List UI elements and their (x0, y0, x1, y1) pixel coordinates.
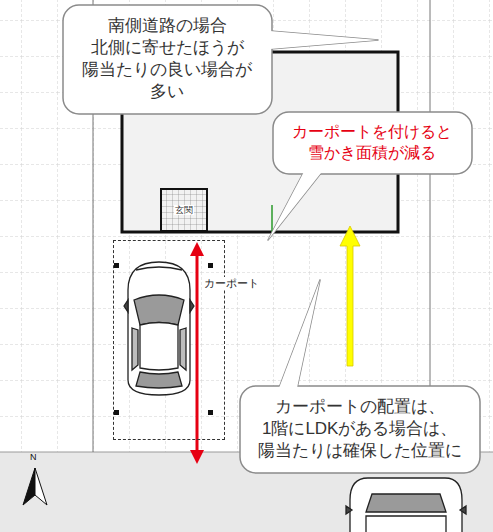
callout-bubble: 南側道路の場合 北側に寄せたほうが 陽当たりの良い場合が 多い (63, 5, 272, 113)
grid (0, 0, 493, 452)
callout-body (240, 386, 480, 473)
car-icon-part (136, 267, 182, 270)
wall-mark (272, 205, 273, 232)
north-arrow (23, 468, 47, 505)
north-label: N (30, 453, 37, 463)
car-icon-part (128, 262, 190, 395)
sunlight-arrow-part (340, 226, 360, 366)
sunlight-arrow (340, 226, 360, 366)
carport-area: カーポート (113, 240, 225, 440)
callout-tail (270, 31, 378, 49)
node-text: 南側道路の場合 北側に寄せたほうが 陽当たりの良い場合が 多い (79, 15, 256, 103)
callout-tail-fill (268, 172, 322, 240)
carport-post-part (208, 410, 213, 415)
north-arrow-part (23, 468, 35, 505)
road-car-icon-part (366, 516, 446, 532)
node-text: カーポート (202, 277, 261, 290)
length-arrow-part (190, 242, 204, 256)
road-car-icon-part (366, 494, 446, 512)
road-car-icon-part (350, 478, 462, 532)
wall-mark-part (271, 205, 273, 232)
node-text: 玄関 (174, 205, 194, 216)
callout-bubble: カーポートを付けると 雪かき面積が減る (273, 112, 472, 174)
callout-tail-fill (270, 31, 378, 49)
entrance-box: 玄関 (160, 188, 208, 232)
road-car-icon-part (346, 506, 466, 514)
callout-tail (268, 172, 322, 240)
node-text: カーポートを付けると 雪かき面積が減る (289, 122, 455, 164)
callout-tail-fill (279, 280, 320, 388)
length-arrow-part (196, 254, 199, 452)
carport-post-part (208, 263, 213, 268)
entrance-hatch-part (160, 188, 208, 232)
callout-body (273, 112, 472, 174)
car-icon-part (140, 323, 178, 371)
road-car-icon (346, 478, 466, 532)
callout-bubble-outline (240, 280, 480, 473)
car-icon (124, 262, 194, 395)
length-arrow (190, 242, 204, 464)
callout-bubble-outline (63, 5, 378, 114)
carport-post-part (114, 263, 119, 268)
entrance-hatch (160, 188, 208, 232)
callout-bubble: カーポートの配置は、 1階にLDKがある場合は、 陽当たりは確保した位置に (240, 386, 480, 472)
carport-post-part (114, 410, 119, 415)
car-icon-part (134, 295, 184, 325)
callout-body (63, 5, 272, 114)
length-arrow-part (190, 450, 204, 464)
node-text: カーポートの配置は、 1階にLDKがある場合は、 陽当たりは確保した位置に (256, 396, 463, 462)
callout-bubble-outline (268, 112, 472, 240)
car-icon-part (136, 372, 182, 388)
grid-part (0, 0, 493, 452)
callout-tail (279, 280, 320, 388)
north-arrow-part (35, 468, 47, 505)
car-icon-part (132, 328, 186, 370)
